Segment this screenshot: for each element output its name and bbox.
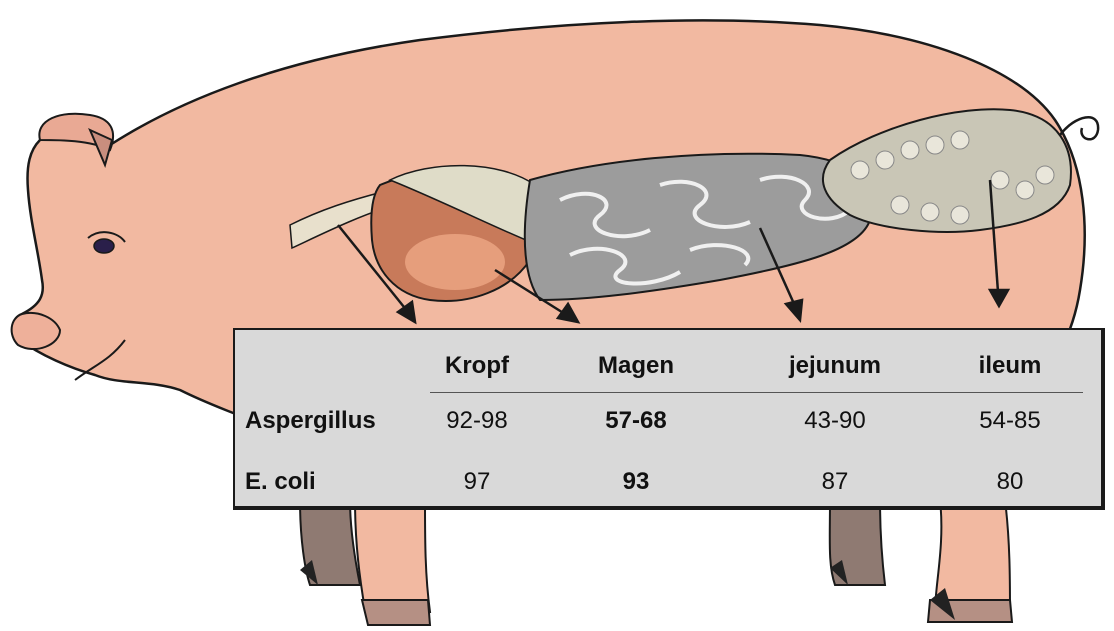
cell-ecoli-magen: 93: [623, 468, 650, 496]
column-header-kropf: Kropf: [445, 352, 509, 380]
cell-ecoli-ileum: 80: [997, 468, 1024, 496]
header-divider: [430, 392, 1083, 393]
column-header-magen: Magen: [598, 352, 674, 380]
cell-aspergillus-jejunum: 43-90: [804, 407, 865, 435]
hoof-front: [362, 600, 430, 625]
column-header-ileum: ileum: [979, 352, 1042, 380]
cell-ecoli-kropf: 97: [464, 468, 491, 496]
cell-aspergillus-magen: 57-68: [605, 407, 666, 435]
pig-tail: [1060, 117, 1098, 139]
column-header-jejunum: jejunum: [789, 352, 881, 380]
digestibility-table: Kropf Magen jejunum ileum Aspergillus 92…: [233, 328, 1105, 510]
legs: [300, 500, 1012, 625]
leg-front-main: [355, 500, 430, 612]
cell-ecoli-jejunum: 87: [822, 468, 849, 496]
row-label-ecoli: E. coli: [245, 468, 316, 496]
cell-aspergillus-kropf: 92-98: [446, 407, 507, 435]
row-label-aspergillus: Aspergillus: [245, 407, 376, 435]
pig-eye: [94, 239, 114, 253]
cell-aspergillus-ileum: 54-85: [979, 407, 1040, 435]
